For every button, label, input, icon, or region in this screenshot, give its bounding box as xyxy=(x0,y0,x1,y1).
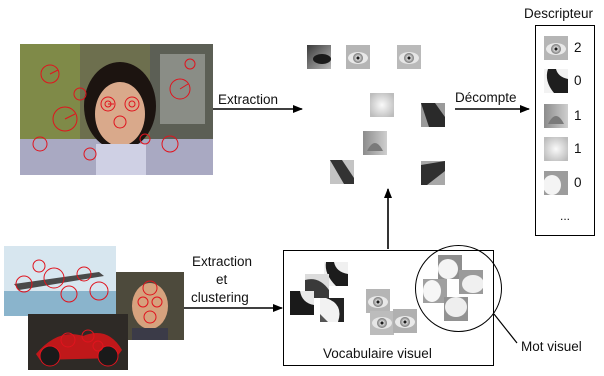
patch-eye-corner xyxy=(307,45,331,69)
vocab-patch xyxy=(366,289,390,313)
label-extraction-clustering-line2: et xyxy=(216,272,228,287)
label-extraction-clustering-line1: Extraction xyxy=(192,254,253,269)
visual-word-circle xyxy=(415,245,502,332)
descriptor-row: 1 xyxy=(544,104,594,130)
label-extraction: Extraction xyxy=(218,92,279,107)
descriptor-box: 2 0 1 1 0 ... xyxy=(535,25,595,236)
label-extraction-clustering-line3: clustering xyxy=(191,290,249,305)
patch-eye-left xyxy=(346,45,370,69)
patch-dark-edge xyxy=(421,103,445,127)
descriptor-ellipsis: ... xyxy=(560,209,571,223)
descriptor-row: 2 xyxy=(544,36,594,62)
motorbike-photo xyxy=(28,314,128,370)
label-decompte: Décompte xyxy=(455,90,517,105)
label-mot-visuel: Mot visuel xyxy=(521,339,582,354)
descriptor-count: 0 xyxy=(574,175,582,190)
vocab-patch xyxy=(370,311,394,335)
patch-glow xyxy=(370,93,394,117)
patch-corner-dark xyxy=(421,161,445,185)
descriptor-row: 0 xyxy=(544,171,594,197)
connector-line xyxy=(493,313,518,344)
vocab-patch xyxy=(320,298,344,322)
patch-nose xyxy=(363,131,387,155)
descriptor-count: 0 xyxy=(574,73,582,88)
vocab-patch xyxy=(290,291,314,315)
face-photo-woman xyxy=(20,44,213,175)
patch-diagonal xyxy=(330,160,354,184)
descriptor-row: 1 xyxy=(544,137,594,163)
patch-blob-thumb xyxy=(544,171,568,195)
patch-glow-thumb xyxy=(544,137,568,161)
descriptor-count: 2 xyxy=(574,40,582,55)
plane-photo xyxy=(4,246,116,316)
patch-eye-thumb xyxy=(544,36,568,60)
descriptor-count: 1 xyxy=(574,141,582,156)
patch-edge-thumb xyxy=(544,69,568,93)
descriptor-count: 1 xyxy=(574,108,582,123)
descriptor-row: 0 xyxy=(544,69,594,95)
patch-eye-right xyxy=(397,45,421,69)
descriptor-title: Descripteur xyxy=(524,6,594,21)
label-vocabulaire: Vocabulaire visuel xyxy=(323,346,432,361)
vocab-patch xyxy=(393,309,417,333)
patch-nose-thumb xyxy=(544,104,568,128)
